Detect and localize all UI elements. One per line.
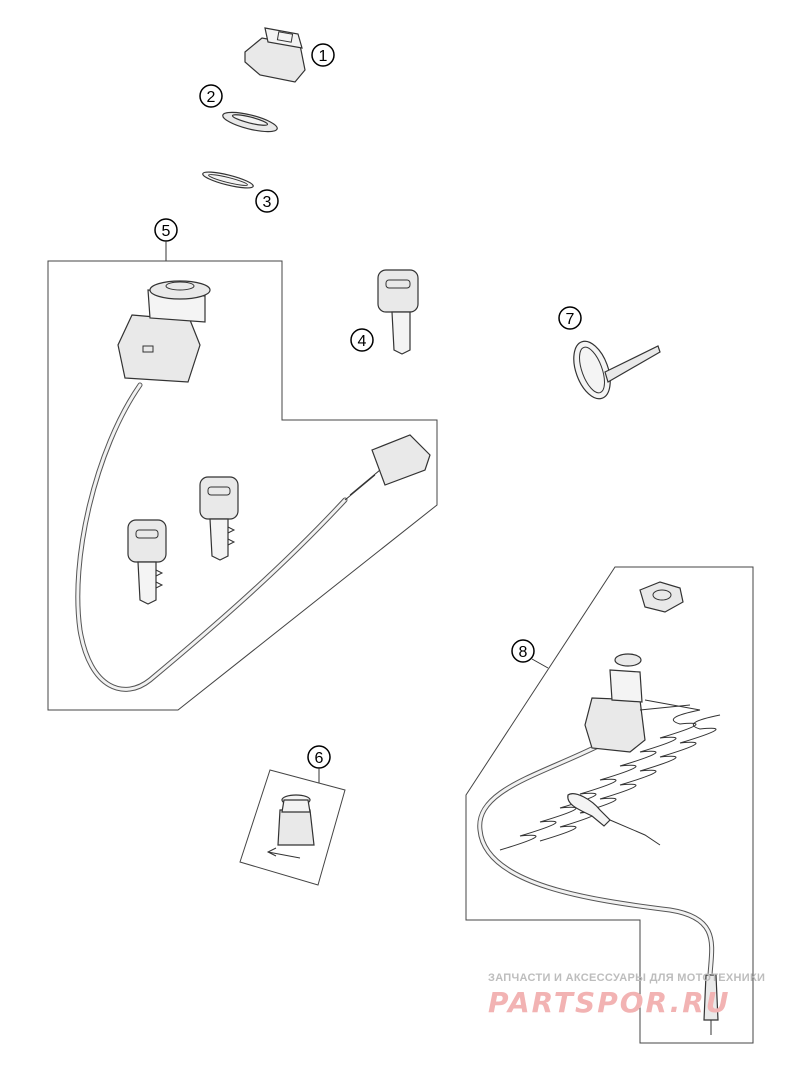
watermark-tagline: ЗАПЧАСТИ И АКСЕССУАРЫ ДЛЯ МОТОТЕХНИКИ <box>488 972 766 984</box>
part-3-o-ring[interactable] <box>202 169 255 191</box>
part-4-key[interactable] <box>377 269 419 355</box>
part-2-seal[interactable] <box>221 108 279 135</box>
callout-8-label: 8 <box>519 644 528 661</box>
part-5-frame <box>47 260 438 711</box>
part-8-kill-switch[interactable] <box>477 653 721 1035</box>
part-1-ignition-cap[interactable] <box>244 27 306 83</box>
callout-5: 5 <box>154 218 178 261</box>
callout-5-label: 5 <box>162 223 171 240</box>
callout-6-label: 6 <box>315 750 324 767</box>
part-7-cable-tie[interactable] <box>567 336 661 403</box>
callout-4-label: 4 <box>358 333 367 350</box>
part-8-nut[interactable] <box>639 581 684 613</box>
callout-3-label: 3 <box>263 194 272 211</box>
callout-7: 7 <box>558 306 582 330</box>
part-5-ignition-lock[interactable] <box>75 280 431 692</box>
callout-7-label: 7 <box>566 311 575 328</box>
part-6-lock-cylinder[interactable] <box>266 794 315 859</box>
watermark-brand: PARTSPOR.RU <box>488 986 731 1019</box>
callout-4: 4 <box>350 328 374 352</box>
watermark: ЗАПЧАСТИ И АКСЕССУАРЫ ДЛЯ МОТОТЕХНИКИ PA… <box>488 972 788 1019</box>
callout-3: 3 <box>255 189 279 213</box>
part-6-frame <box>239 769 346 886</box>
callout-1: 1 <box>311 43 335 67</box>
callout-2: 2 <box>199 84 223 108</box>
part-5-key-left[interactable] <box>127 519 167 605</box>
callout-6: 6 <box>307 745 331 783</box>
callout-2-label: 2 <box>207 89 216 106</box>
callout-1-label: 1 <box>319 48 328 65</box>
part-8-frame <box>465 566 754 1044</box>
callout-8: 8 <box>511 639 549 669</box>
part-5-key-right[interactable] <box>199 476 239 561</box>
